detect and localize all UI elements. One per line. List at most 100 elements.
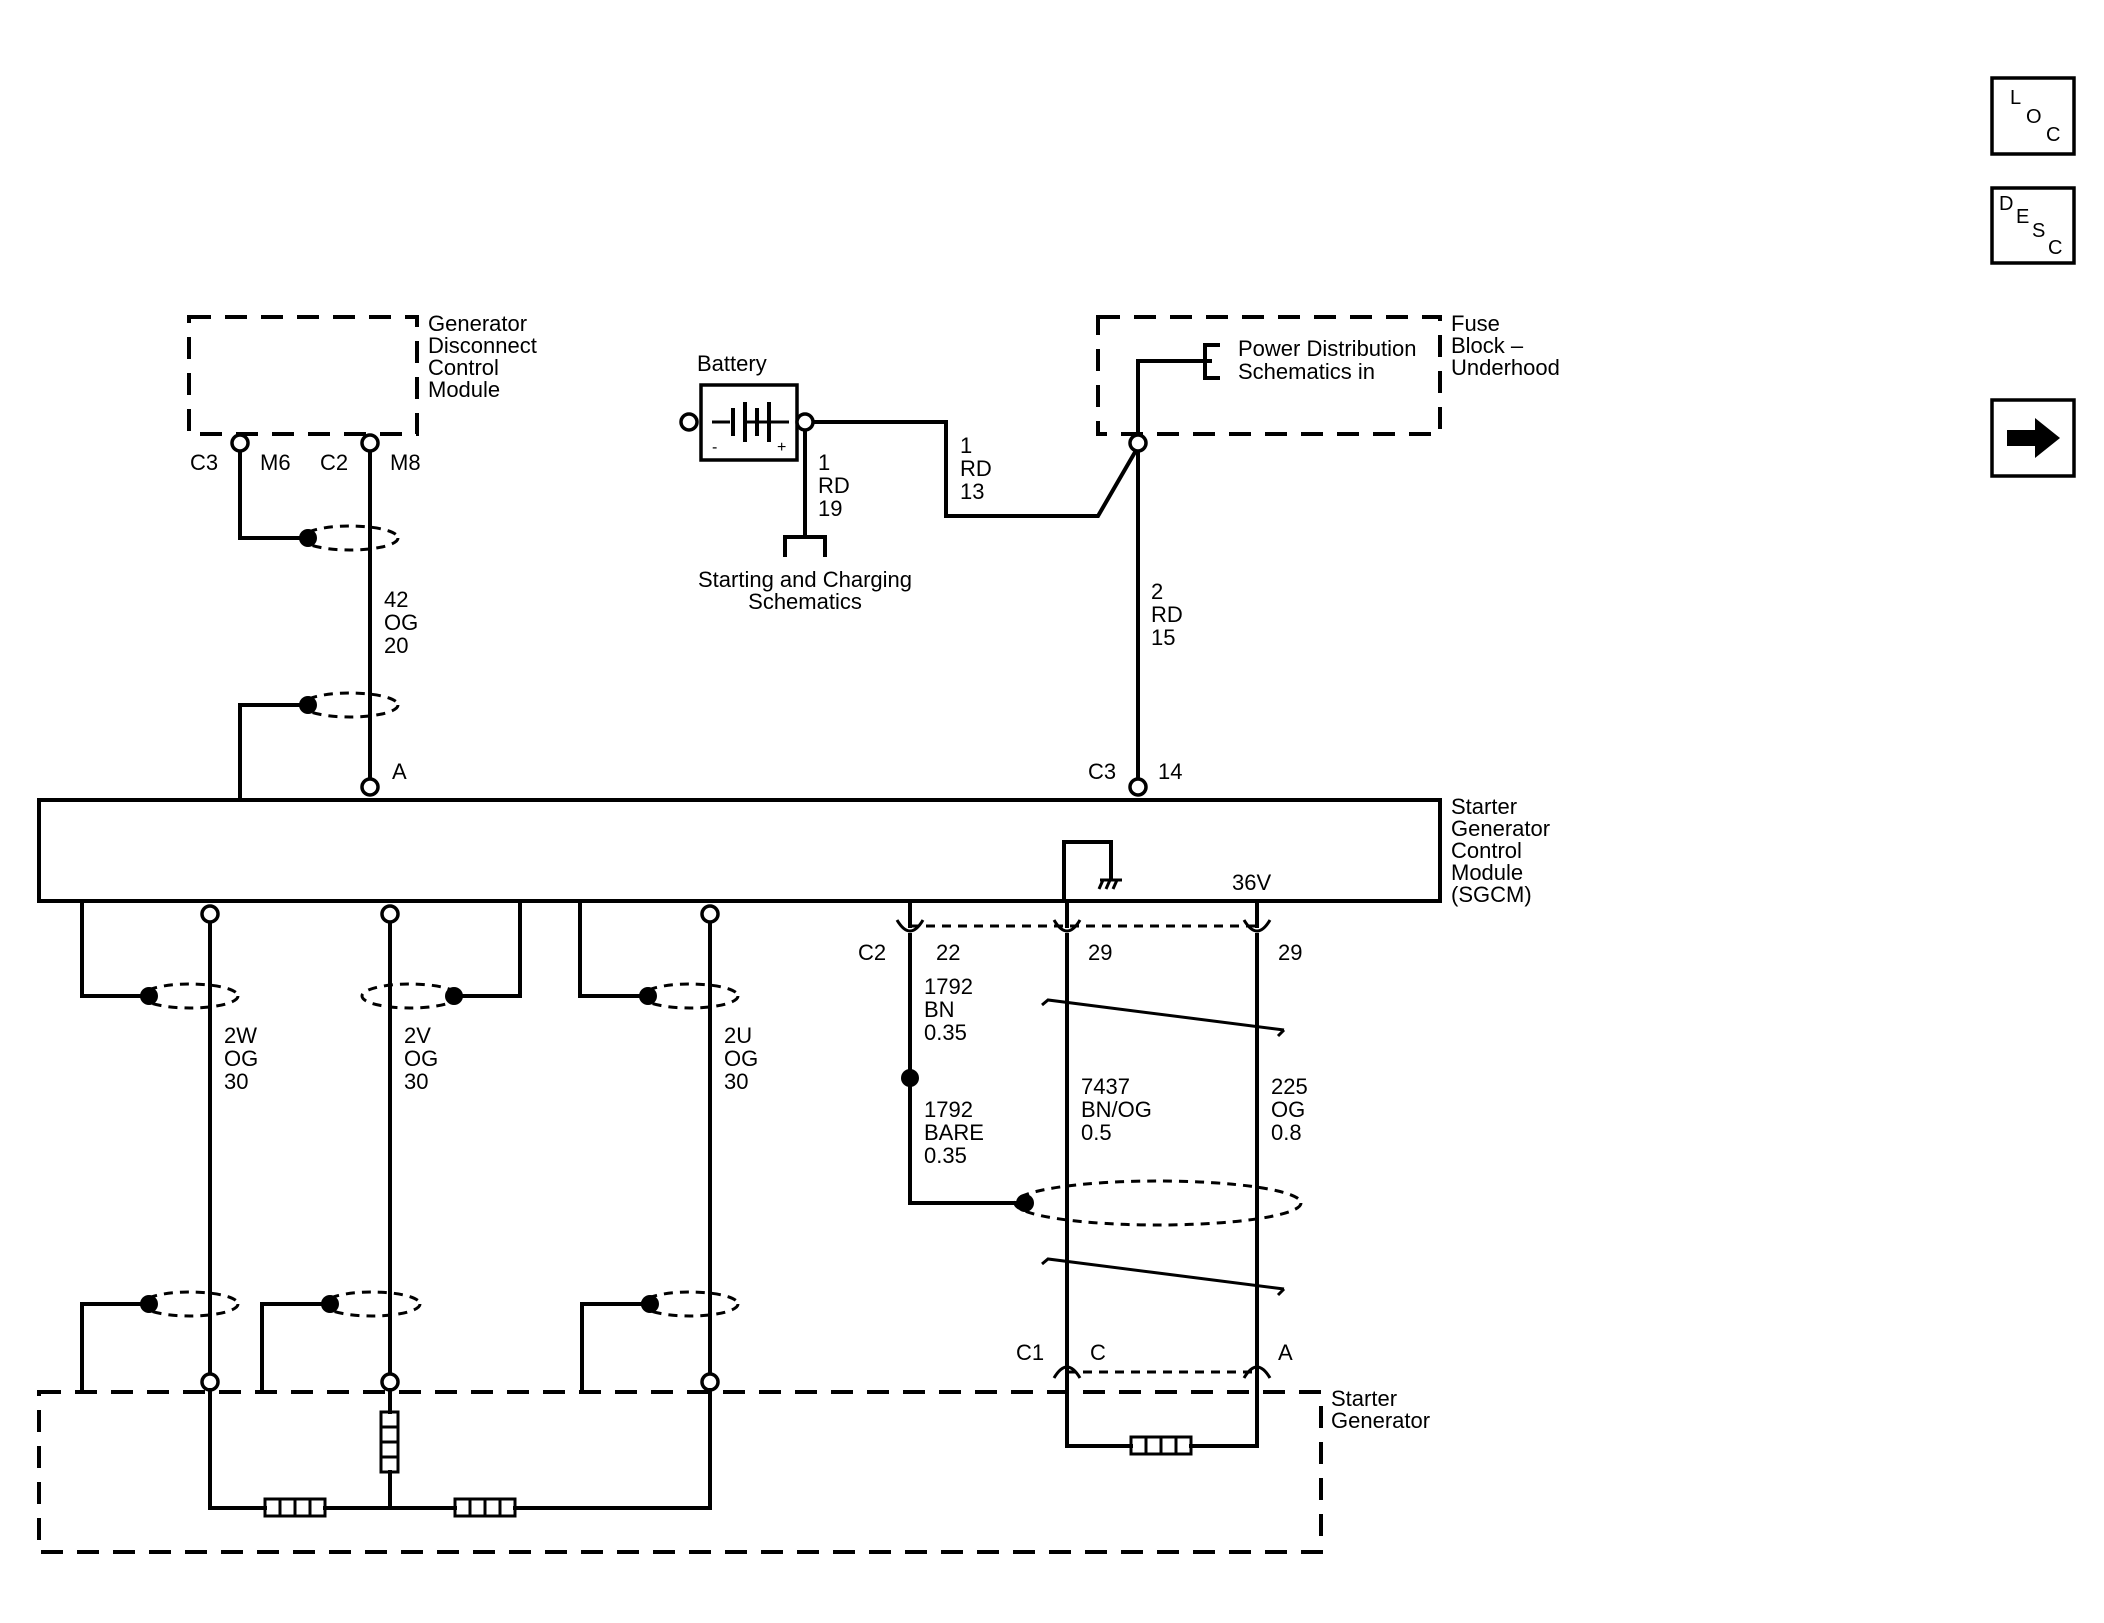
gdcm-pin-c2: C2 — [320, 450, 348, 475]
power-dist-link — [1136, 359, 1212, 445]
desc-letter-3: S — [2032, 220, 2045, 242]
wire-1792 — [908, 933, 1027, 1205]
terminal-sg-v — [380, 1372, 400, 1392]
power-dist-bracket — [1203, 343, 1220, 380]
sg-pin-a: A — [1278, 1340, 1293, 1365]
sgcm-36v-label: 36V — [1232, 870, 1271, 895]
next-page-button[interactable] — [1990, 398, 2076, 478]
sg-pin-c1: C1 — [1016, 1340, 1044, 1365]
svg-text:Starter: Starter — [1331, 1386, 1397, 1411]
gdcm-box — [187, 315, 419, 436]
svg-text:BN/OG: BN/OG — [1081, 1097, 1152, 1122]
wire-label-2-rd-15: 2 RD 15 — [1151, 579, 1183, 650]
wire-label-7437: 7437 BN/OG 0.5 — [1081, 1074, 1152, 1145]
winding-wires — [208, 1388, 712, 1510]
svg-text:1792: 1792 — [924, 974, 973, 999]
sgcm-pin-c2: C2 — [858, 940, 886, 965]
desc-letter-4: C — [2048, 237, 2062, 259]
battery-symbol: - + — [699, 383, 799, 462]
svg-text:0.35: 0.35 — [924, 1143, 967, 1168]
svg-text:Block –: Block – — [1451, 333, 1524, 358]
gdcm-pin-m8: M8 — [390, 450, 421, 475]
svg-text:BN: BN — [924, 997, 955, 1022]
wire-u-drain-top — [578, 899, 650, 998]
terminal-sgcm-v — [380, 904, 400, 924]
sgcm-pin-a: A — [392, 759, 407, 784]
sgcm-pin-29b: 29 — [1278, 940, 1302, 965]
terminal-sgcm-u — [700, 904, 720, 924]
svg-text:Generator: Generator — [1451, 816, 1550, 841]
svg-text:7437: 7437 — [1081, 1074, 1130, 1099]
wire-label-1792-bn: 1792 BN 0.35 — [924, 974, 973, 1045]
svg-text:13: 13 — [960, 479, 984, 504]
sg-pin-c: C — [1090, 1340, 1106, 1365]
starting-charging-ref[interactable]: Starting and Charging Schematics — [698, 567, 912, 614]
wire-v-drain-top — [452, 899, 522, 998]
wire-sgcm-drain — [238, 703, 310, 802]
shield-u-bottom — [640, 1290, 740, 1318]
terminal-sg-w — [200, 1372, 220, 1392]
svg-text:2U: 2U — [724, 1023, 752, 1048]
battery-pos-terminal — [795, 412, 815, 432]
shield-twisted-pair — [1013, 1179, 1303, 1227]
wire-m6-drain — [238, 441, 310, 540]
wire-label-2v: 2V OG 30 — [404, 1023, 438, 1094]
sgcm-pin-29a: 29 — [1088, 940, 1112, 965]
svg-text:2W: 2W — [224, 1023, 257, 1048]
desc-letter-2: E — [2016, 206, 2029, 228]
wire-label-2w: 2W OG 30 — [224, 1023, 258, 1094]
svg-text:Module: Module — [1451, 860, 1523, 885]
svg-text:1: 1 — [960, 433, 972, 458]
winding-w-coil — [263, 1497, 327, 1518]
winding-u-coil — [453, 1497, 517, 1518]
wire-label-1-rd-19: 1 RD 19 — [818, 450, 850, 521]
svg-text:30: 30 — [224, 1069, 248, 1094]
svg-text:Control: Control — [428, 355, 499, 380]
sgcm-label: Starter Generator Control Module (SGCM) — [1451, 794, 1550, 907]
wire-label-1-rd-13: 1 RD 13 — [960, 433, 992, 504]
arrow-right-icon — [2007, 418, 2060, 458]
loc-button[interactable]: L O C — [1990, 76, 2076, 156]
svg-text:Disconnect: Disconnect — [428, 333, 537, 358]
svg-text:30: 30 — [724, 1069, 748, 1094]
shield-splice-twisted — [1016, 1194, 1034, 1212]
svg-text:Underhood: Underhood — [1451, 355, 1560, 380]
fuse-block-label: Fuse Block – Underhood — [1451, 311, 1560, 380]
twist-marker-top — [1041, 998, 1286, 1038]
terminal-sgcm-a — [360, 777, 380, 797]
sgcm-box — [37, 798, 1442, 903]
svg-text:0.8: 0.8 — [1271, 1120, 1302, 1145]
svg-text:0.35: 0.35 — [924, 1020, 967, 1045]
power-dist-ref[interactable]: Power Distribution Schematics in — [1238, 336, 1417, 384]
fuse-block-box — [1096, 315, 1442, 436]
svg-text:Module: Module — [428, 377, 500, 402]
battery-neg-terminal — [679, 412, 699, 432]
splice-1792 — [901, 1069, 919, 1087]
svg-text:RD: RD — [818, 473, 850, 498]
wire-u-drain-bottom — [580, 1302, 652, 1394]
loc-letter-3: C — [2046, 124, 2060, 146]
terminal-gdcm-m8 — [360, 433, 380, 453]
svg-text:Schematics: Schematics — [748, 589, 862, 614]
shield-w-bottom — [140, 1290, 240, 1318]
svg-text:Generator: Generator — [428, 311, 527, 336]
svg-text:2V: 2V — [404, 1023, 431, 1048]
loc-letter-1: L — [2010, 87, 2021, 109]
wire-w-drain-bottom — [80, 1302, 151, 1394]
shield-v-bottom — [322, 1290, 422, 1318]
starter-generator-box — [37, 1390, 1323, 1554]
shield-splice-v-top — [445, 987, 463, 1005]
svg-text:Fuse: Fuse — [1451, 311, 1500, 336]
terminal-sgcm-w — [200, 904, 220, 924]
desc-button[interactable]: D E S C — [1990, 186, 2076, 265]
svg-text:OG: OG — [1271, 1097, 1305, 1122]
shield-2 — [300, 691, 400, 719]
svg-text:RD: RD — [960, 456, 992, 481]
wire-1-rd-13 — [803, 420, 1141, 518]
svg-text:Starting and Charging: Starting and Charging — [698, 567, 912, 592]
battery-label: Battery — [697, 351, 767, 376]
svg-text:1792: 1792 — [924, 1097, 973, 1122]
ground-icon — [1062, 840, 1122, 903]
wire-w-drain-top — [80, 899, 151, 998]
wire-label-2u: 2U OG 30 — [724, 1023, 758, 1094]
